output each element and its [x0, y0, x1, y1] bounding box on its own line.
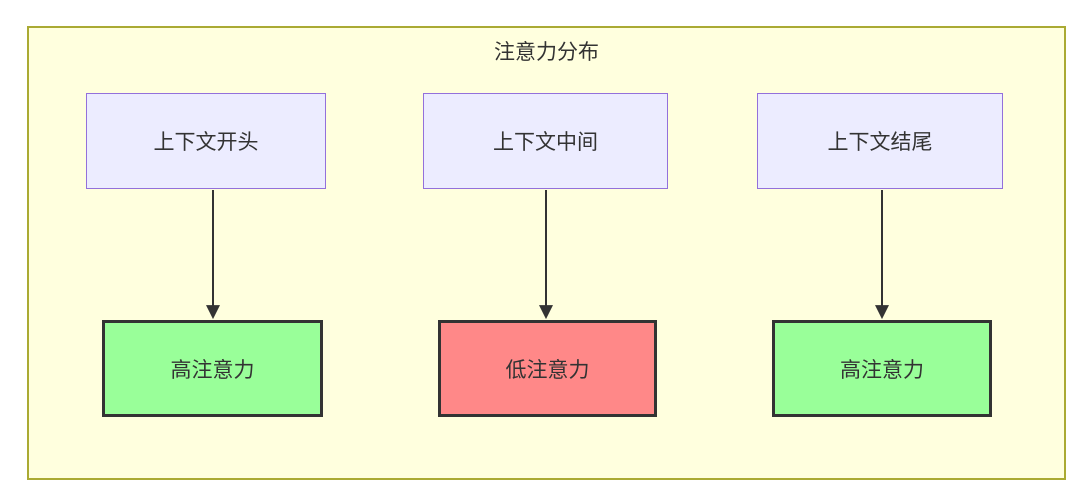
- node-context-middle: 上下文中间: [423, 93, 668, 189]
- node-attention-high-1: 高注意力: [102, 320, 323, 417]
- node-attention-high-1-label: 高注意力: [170, 358, 255, 382]
- node-context-middle-label: 上下文中间: [493, 131, 598, 154]
- node-attention-high-2: 高注意力: [772, 320, 992, 417]
- node-context-start-label: 上下文开头: [153, 131, 259, 154]
- node-attention-low: 低注意力: [438, 320, 657, 417]
- node-attention-high-2-label: 高注意力: [840, 358, 924, 382]
- node-context-start: 上下文开头: [86, 93, 326, 189]
- node-context-end-label: 上下文结尾: [827, 131, 933, 154]
- node-attention-low-label: 低注意力: [505, 358, 590, 382]
- diagram-title: 注意力分布: [494, 41, 599, 64]
- node-context-end: 上下文结尾: [757, 93, 1003, 189]
